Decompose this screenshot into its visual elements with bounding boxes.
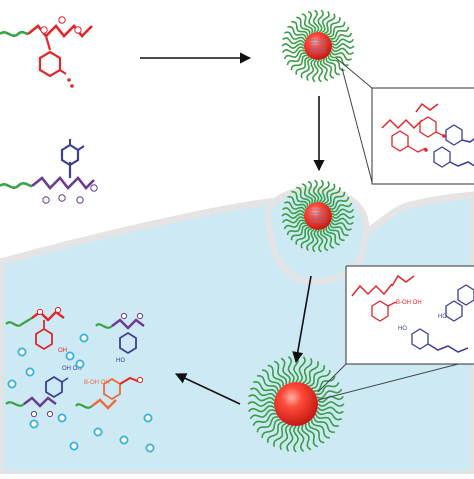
callout-line-top-2	[342, 68, 372, 182]
ion-particle	[18, 348, 25, 355]
ho-label-2: HO	[116, 358, 125, 364]
callout-line-top	[336, 58, 372, 88]
ion-particle	[144, 414, 151, 421]
ho-label-right: HO	[438, 314, 447, 320]
ion-particle	[8, 380, 15, 387]
ion-particle	[94, 428, 101, 435]
polymer-red-boronic	[0, 17, 92, 88]
polymer-purple-diol	[0, 139, 97, 203]
ion-particle	[66, 352, 73, 359]
ho-label-bottom: HO	[398, 326, 407, 332]
ion-particle	[120, 436, 127, 443]
detail-box-top	[372, 88, 474, 184]
boron-label-released: B-OH OH	[84, 380, 110, 386]
ion-particle	[70, 442, 77, 449]
ion-particle	[26, 368, 33, 375]
oh-label-1: OH	[58, 348, 67, 354]
ion-particle	[30, 420, 37, 427]
ion-particle	[80, 334, 87, 341]
ion-particle	[76, 360, 83, 367]
micelle-core	[274, 382, 318, 426]
boron-label: B-OH OH	[396, 300, 422, 306]
detail-box-bottom-fill	[347, 267, 474, 364]
ion-particle	[58, 414, 65, 421]
ion-particle	[146, 444, 153, 451]
